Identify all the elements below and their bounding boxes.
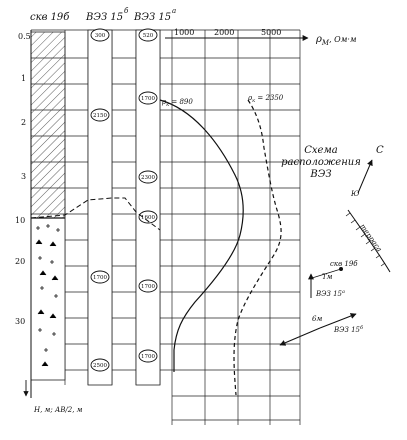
depth-axis: 0.5 1 2 3 10 20 30 Н, м; АВ/2, м <box>15 30 83 414</box>
ves-b-label-4: 2500 <box>93 363 107 369</box>
location-scheme: Схема расположения ВЭЗ С Ю терраса скв 1… <box>279 145 391 346</box>
depth-tick-3: 3 <box>21 172 26 181</box>
header-ves-a: ВЭЗ 15 <box>133 12 171 23</box>
curve-label-right: ρк = 2350 <box>247 94 284 104</box>
scheme-6m-label: 6м <box>312 315 322 323</box>
header-ves-a-sup: а <box>172 7 176 15</box>
grid <box>30 29 301 425</box>
scheme-well-label: скв 19б <box>330 260 358 268</box>
ves-b-labels: 300 2150 1700 2500 <box>90 28 110 372</box>
ves-columns <box>87 29 161 386</box>
depth-tick-20: 20 <box>15 257 25 266</box>
ves-a-label-4: 1600 <box>141 215 155 221</box>
curve-label-left: ρк = 890 <box>161 98 193 108</box>
ves-a-label-3: 2300 <box>141 175 155 181</box>
sounding-curves <box>159 99 282 396</box>
depth-tick-1: 1 <box>21 74 26 83</box>
header-well: скв 19б <box>30 12 70 23</box>
ves-b-label-1: 300 <box>95 33 106 39</box>
header-ves-b: ВЭЗ 15 <box>85 12 123 23</box>
column-headers: скв 19б ВЭЗ 15 б ВЭЗ 15 а <box>30 7 176 23</box>
header-ves-b-sup: б <box>124 7 129 15</box>
depth-tick-10: 10 <box>15 216 25 225</box>
scheme-tm-label: Тм <box>322 273 333 281</box>
ves-a-label-5: 1700 <box>141 284 155 290</box>
rho-tick-1000: 1000 <box>174 28 194 37</box>
ves-a-label-1: 520 <box>143 33 154 39</box>
ves-15b-arrow-left <box>279 327 321 346</box>
rho-tick-5000: 5000 <box>261 28 281 37</box>
ves-a-label-6: 1700 <box>141 354 155 360</box>
rock-symbols <box>35 224 60 367</box>
curve-ves-15a <box>159 99 244 372</box>
scheme-title-2: расположения <box>281 157 361 168</box>
ves-b-label-2: 2150 <box>93 113 107 119</box>
north-arrow-icon <box>357 159 373 194</box>
depth-tick-2: 2 <box>21 118 26 127</box>
well-column <box>30 31 66 381</box>
depth-axis-label: Н, м; АВ/2, м <box>33 406 83 414</box>
ves-a-labels: 520 1700 2300 1600 1700 1700 <box>138 28 158 363</box>
terrace-label: терраса <box>358 223 383 254</box>
north-label: С <box>376 145 384 156</box>
rho-tick-2000: 2000 <box>214 28 234 37</box>
south-label: Ю <box>350 190 360 198</box>
rho-axis: 1000 2000 5000 ρМ, Ом·м <box>165 28 357 47</box>
depth-tick-30: 30 <box>15 317 25 326</box>
scheme-title-1: Схема <box>304 145 338 156</box>
boundary-dashed-line <box>30 197 161 231</box>
rho-axis-label: ρМ, Ом·м <box>315 34 357 47</box>
ves-a-label-2: 1700 <box>141 96 155 102</box>
scheme-title-3: ВЭЗ <box>309 169 331 180</box>
scheme-ves-b-label: ВЭЗ 15б <box>333 324 364 334</box>
ves-b-label-3: 1700 <box>93 275 107 281</box>
scheme-ves-a-label: ВЭЗ 15а <box>315 289 345 298</box>
curve-ves-15b <box>233 99 282 396</box>
depth-tick-0-5: 0.5 <box>18 32 31 41</box>
ves-15b-arrow-right <box>319 313 357 329</box>
